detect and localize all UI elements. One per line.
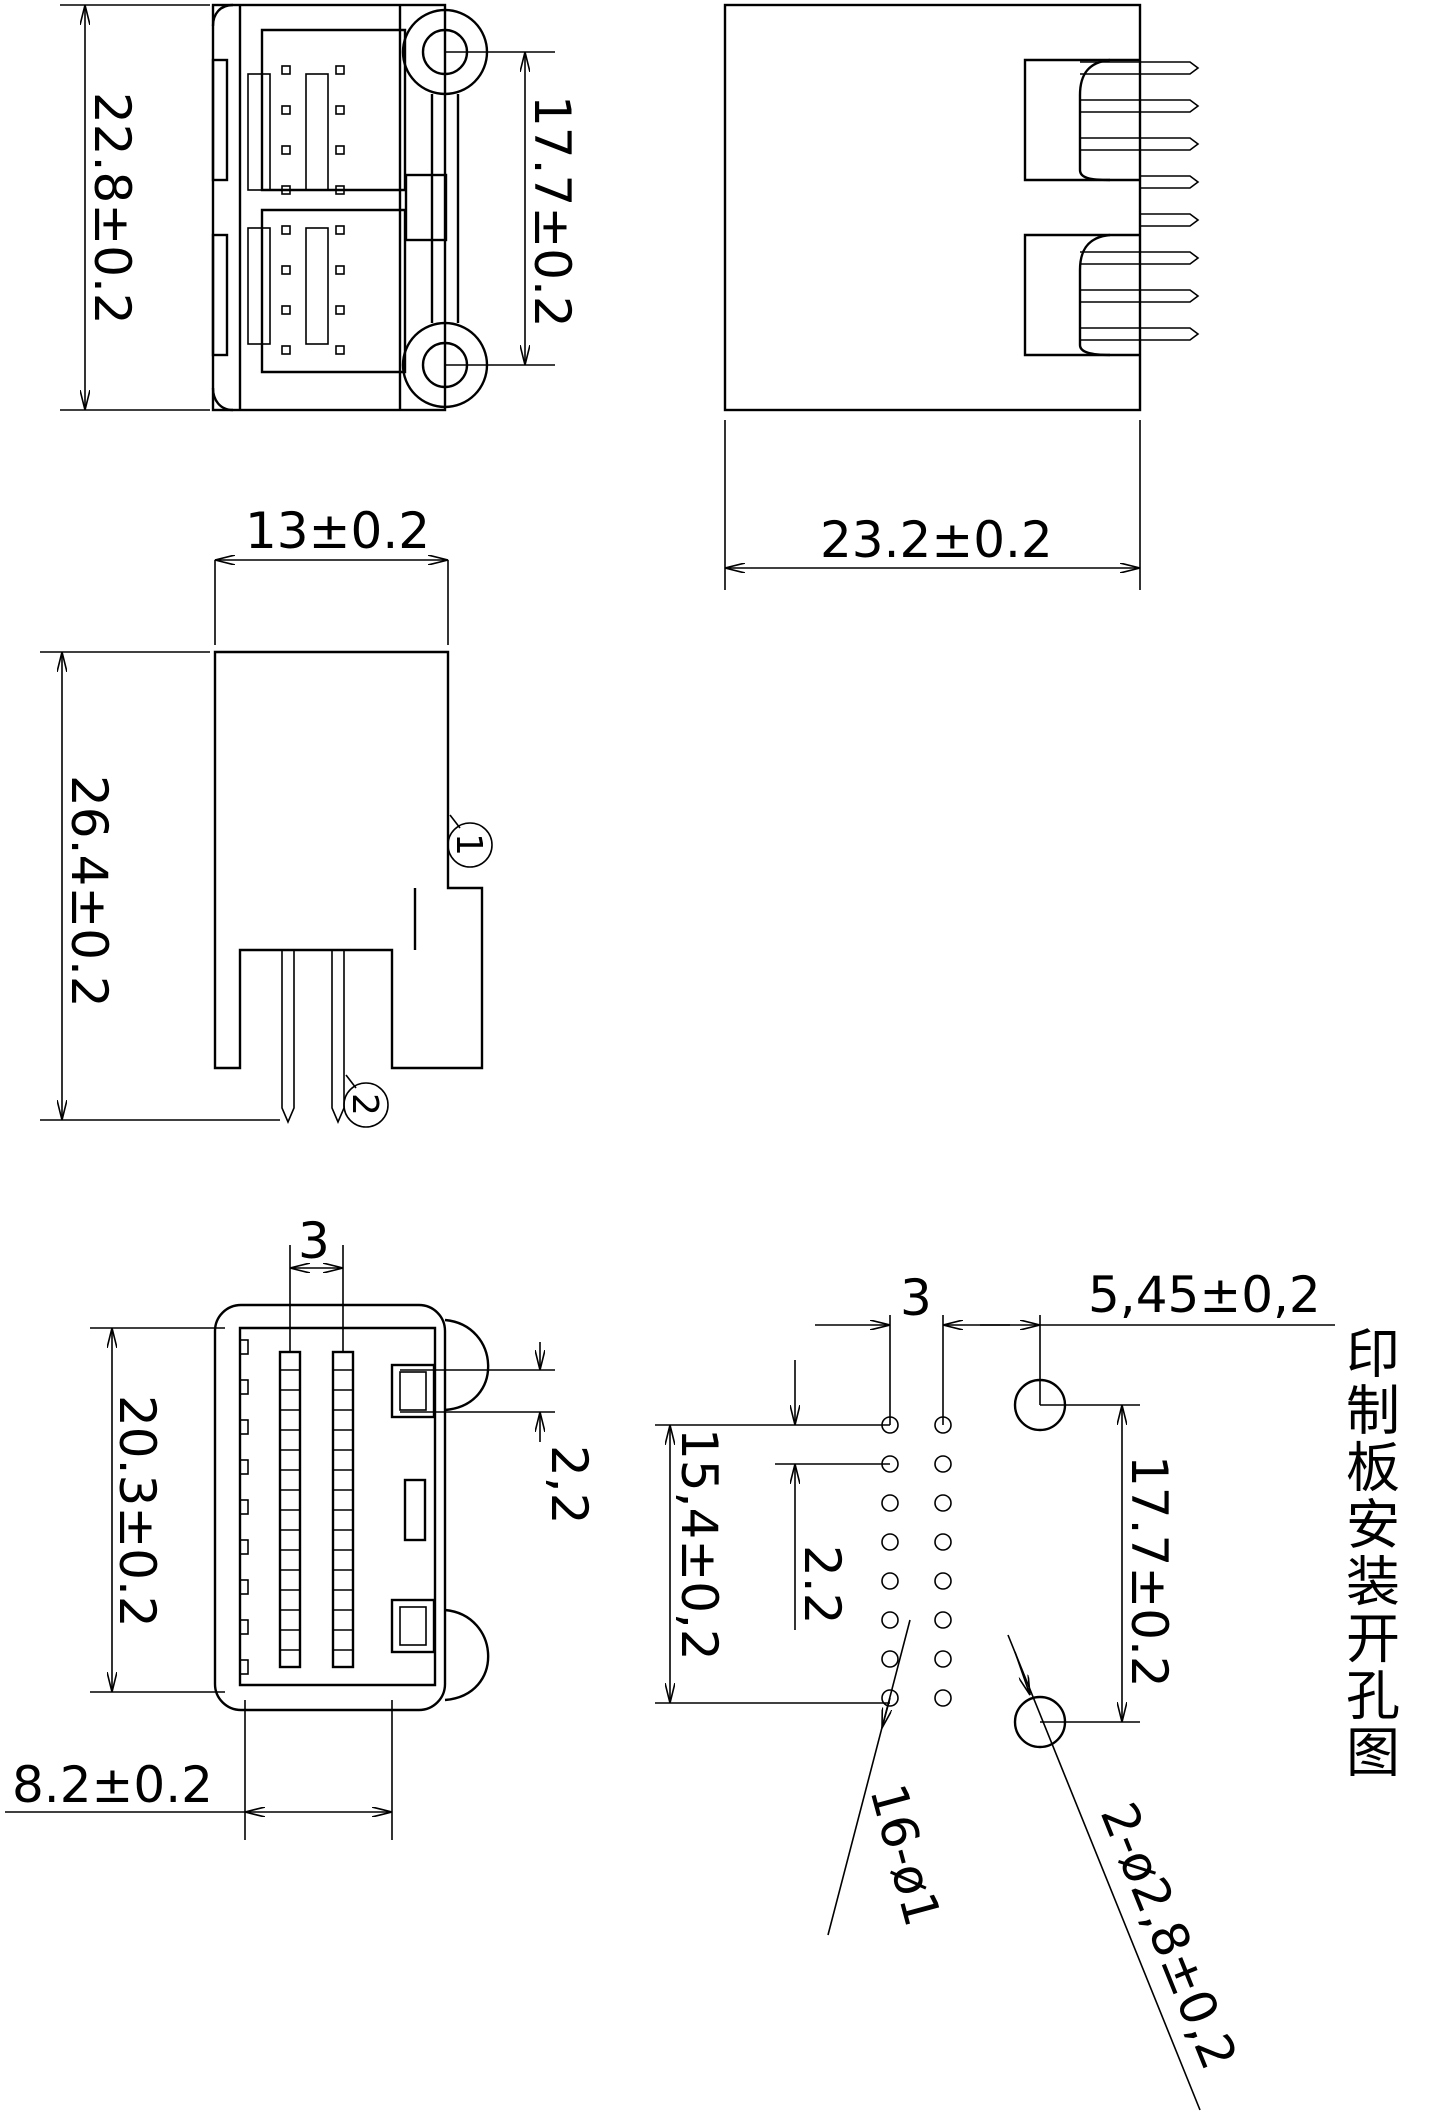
dim-pcb-hole-pitch: 17.7±0.2 — [1120, 1455, 1178, 1688]
dim-pcb-hole-offset: 5,45±0,2 — [1088, 1266, 1321, 1324]
callout-2-circle — [343, 1082, 389, 1128]
top-pins — [1080, 61, 1200, 341]
callout-1: 1 — [448, 833, 489, 856]
side-view: 13±0.2 26.4±0.2 1 2 — [40, 502, 493, 1128]
top-view: 23.2±0.2 — [723, 3, 1200, 590]
dim-bottom-offset: 8.2±0.2 — [12, 1756, 213, 1814]
dim-side-depth: 13±0.2 — [245, 502, 430, 560]
dim-front-hole-pitch: 17.7±0.2 — [523, 95, 581, 328]
dim-side-height: 26.4±0.2 — [60, 775, 118, 1008]
dim-pcb-mount-holes: 2-ø2,8±0,2 — [1089, 1795, 1248, 2078]
dim-pcb-pin-span: 15,4±0,2 — [670, 1428, 728, 1661]
dim-bottom-pin-pitch: 3 — [298, 1212, 330, 1270]
bottom-wall-notches — [239, 1339, 249, 1675]
dim-bottom-row-pitch: 2,2 — [540, 1445, 598, 1525]
bottom-contact-cells — [280, 1369, 353, 1651]
front-contacts — [281, 65, 345, 355]
pcb-layout: 17.7±0.2 3 5,45±0,2 15,4±0,2 2.2 16-ø1 2… — [655, 1266, 1335, 2111]
pcb-pin-holes — [881, 1416, 952, 1707]
front-view: 22.8±0.2 17.7±0.2 — [60, 3, 581, 412]
dim-pcb-row-pitch: 2.2 — [793, 1545, 851, 1625]
dim-front-height: 22.8±0.2 — [83, 92, 141, 325]
dim-pcb-pin-holes: 16-ø1 — [858, 1778, 951, 1932]
dim-bottom-width: 20.3±0.2 — [108, 1395, 166, 1628]
bottom-view: 3 20.3±0.2 2,2 8.2±0.2 — [5, 1212, 598, 1840]
dim-top-width: 23.2±0.2 — [820, 511, 1053, 569]
callout-2: 2 — [344, 1093, 385, 1116]
caption: 印制板安装开孔图 — [1337, 1325, 1400, 1781]
callout-1-circle — [447, 822, 493, 868]
dim-pcb-pin-pitch: 3 — [900, 1269, 932, 1327]
